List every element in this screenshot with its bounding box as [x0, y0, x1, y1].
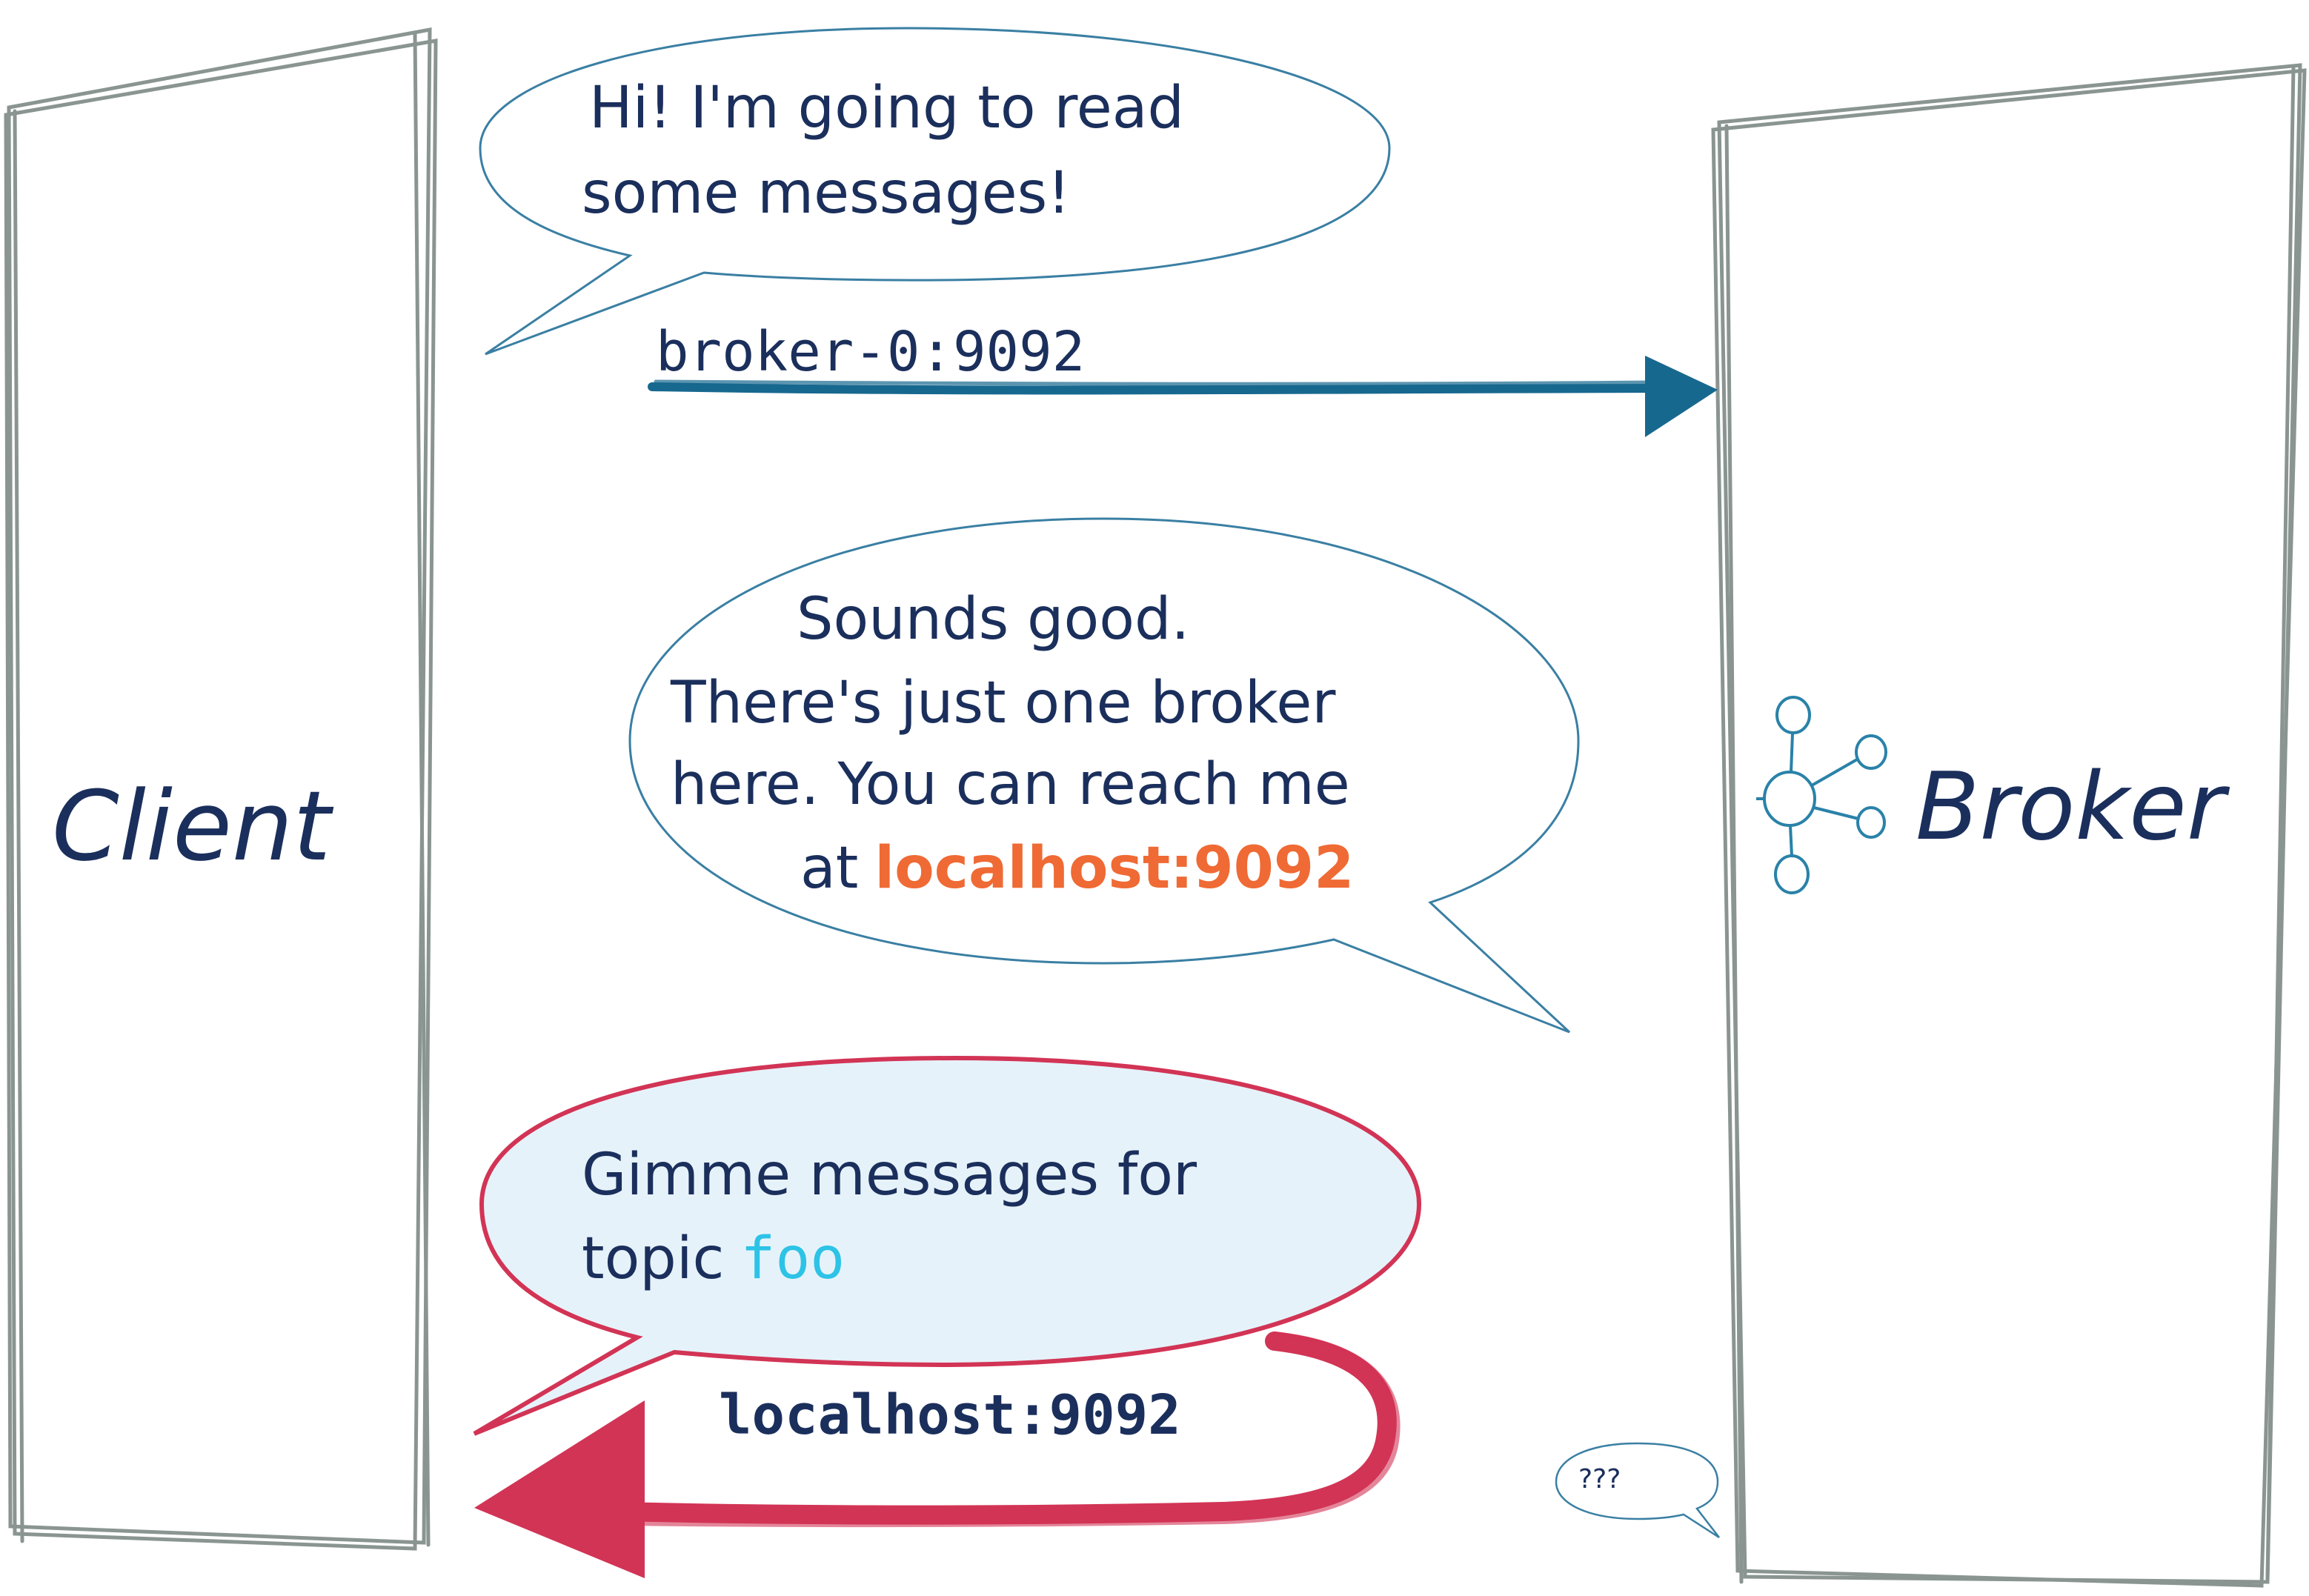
- kafka-broker-icon: [1756, 696, 1887, 894]
- broker-box: [1711, 63, 2307, 1588]
- speech-bubble-1: Hi! I'm going to read some messages!: [479, 27, 1391, 356]
- broker-label: Broker: [1916, 752, 2230, 861]
- bubble1-line1: Hi! I'm going to read: [589, 75, 1184, 142]
- bubble2-line4-prefix: at: [800, 835, 858, 902]
- bubble1-line2: some messages!: [582, 160, 1071, 227]
- request2-address: localhost:9092: [719, 1383, 1181, 1447]
- client-box: [4, 27, 438, 1551]
- bubble2-line2: There's just one broker: [670, 670, 1336, 737]
- request1-arrow: [648, 356, 1718, 437]
- bubble2-line3: here. You can reach me: [671, 751, 1350, 818]
- speech-bubble-4: ???: [1555, 1442, 1720, 1539]
- request1-address: broker-0:9092: [656, 320, 1085, 384]
- bubble2-line1: Sounds good.: [797, 586, 1189, 653]
- bubble2-address: localhost:9092: [874, 835, 1354, 902]
- request2-arrow: [474, 1331, 1401, 1578]
- bubble3-topic-prefix: topic: [582, 1226, 724, 1292]
- speech-bubble-2: Sounds good. There's just one broker her…: [628, 517, 1580, 1034]
- bubble3-line1: Gimme messages for: [582, 1142, 1197, 1208]
- bubble4-text: ???: [1578, 1464, 1621, 1494]
- client-label: Client: [52, 770, 333, 882]
- bubble3-topic: foo: [740, 1226, 845, 1292]
